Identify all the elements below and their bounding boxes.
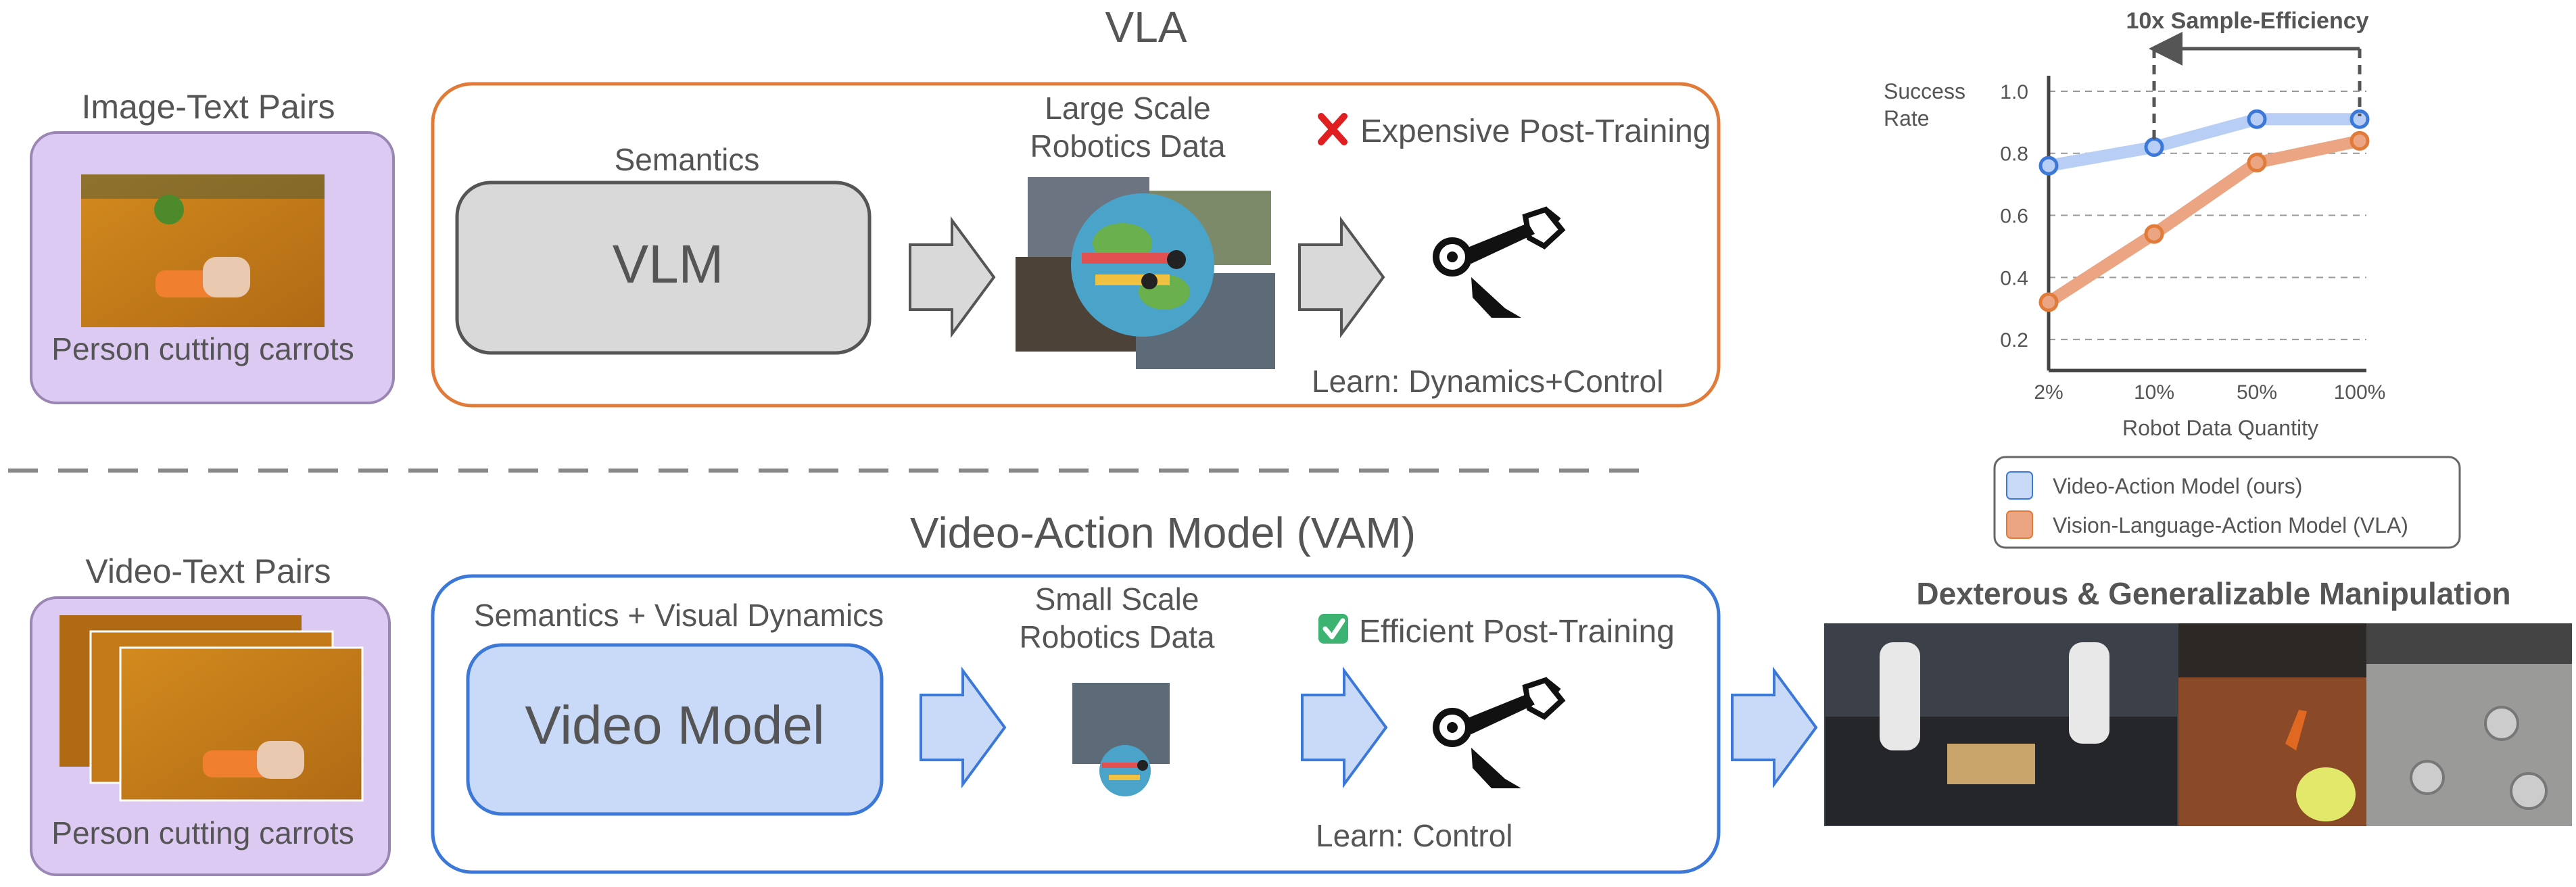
vam-input-caption: Person cutting carrots (51, 815, 354, 850)
legend-label-vam: Video-Action Model (ours) (2053, 474, 2302, 498)
vla-data-label-2: Robotics Data (1030, 128, 1226, 164)
vlm-box (455, 181, 872, 355)
arrow-right-icon (1731, 666, 1818, 789)
data-point (2038, 155, 2059, 176)
data-point (2247, 153, 2267, 173)
chart-series (2038, 109, 2370, 312)
y-tick-label: 0.4 (2000, 267, 2028, 289)
vla-input-title: Image-Text Pairs (81, 88, 335, 126)
y-tick-label: 0.2 (2000, 329, 2028, 352)
series-line-1 (2043, 135, 2366, 309)
chart-legend: Video-Action Model (ours) Vision-Languag… (1993, 456, 2461, 549)
y-tick-labels: 0.2 0.4 0.6 0.8 1.0 (2000, 81, 2028, 352)
success-rate-chart: Success Rate 0.2 0.4 0.6 0.8 1.0 2% 10% 50% 100… (1884, 8, 2461, 549)
legend-swatch-vla (2006, 510, 2033, 539)
vam-learn: Learn: Control (1316, 818, 1513, 853)
vla-semantics-label: Semantics (615, 142, 760, 177)
data-point (2038, 292, 2059, 312)
vla-learn: Learn: Dynamics+Control (1312, 364, 1663, 399)
vam-semantics-label: Semantics + Visual Dynamics (474, 598, 884, 633)
data-point (2144, 137, 2164, 158)
arrow-right-icon (1301, 666, 1388, 789)
arrow-right-icon (920, 666, 1007, 789)
arrow-right-icon (909, 216, 996, 339)
data-point (2350, 109, 2370, 129)
vla-post-training: Expensive Post-Training (1360, 114, 1711, 149)
vam-input-title: Video-Text Pairs (85, 552, 331, 590)
cross-icon (1318, 113, 1347, 145)
vam-title: Video-Action Model (VAM) (910, 508, 1416, 557)
vla-input-panel: Image-Text Pairs Person cutting carrots (30, 88, 395, 404)
vlm-label: VLM (613, 234, 724, 294)
vla-data-label-1: Large Scale (1045, 91, 1211, 126)
vam-data-label-1: Small Scale (1035, 581, 1199, 617)
chart-ylabel-1: Success (1884, 79, 1965, 103)
manipulation-title: Dexterous & Generalizable Manipulation (1916, 576, 2510, 611)
vam-post-training: Efficient Post-Training (1359, 614, 1675, 650)
vam-data-label-2: Robotics Data (1020, 619, 1215, 654)
legend-swatch-vam (2006, 471, 2033, 500)
y-tick-label: 0.8 (2000, 143, 2028, 166)
vam-panel (431, 574, 1721, 874)
vla-input-caption: Person cutting carrots (51, 331, 354, 366)
robot-arm-icon (1433, 677, 1566, 788)
vla-title: VLA (1105, 3, 1187, 51)
manipulation-photos (1824, 623, 2572, 826)
legend-label-vla: Vision-Language-Action Model (VLA) (2053, 513, 2408, 537)
chart-ylabel-2: Rate (1884, 106, 1930, 130)
large-robotics-data-image (1016, 177, 1275, 369)
y-tick-label: 0.6 (2000, 206, 2028, 228)
data-point (2247, 109, 2267, 129)
data-point (2144, 224, 2164, 244)
vla-panel (431, 82, 1721, 408)
sample-efficiency-annotation: 10x Sample-Efficiency (2126, 8, 2369, 139)
x-tick-label: 10% (2134, 381, 2174, 404)
annotation-label: 10x Sample-Efficiency (2126, 8, 2368, 34)
video-model-label: Video Model (525, 695, 824, 755)
x-tick-labels: 2% 10% 50% 100% (2034, 381, 2385, 404)
carrot-video-frames (59, 615, 364, 802)
chart-xlabel: Robot Data Quantity (2122, 416, 2318, 440)
x-tick-label: 50% (2237, 381, 2277, 404)
check-icon (1318, 614, 1348, 644)
video-model-box (466, 643, 884, 816)
series-line-0 (2043, 113, 2366, 172)
arrow-right-icon (1298, 216, 1385, 339)
vam-input-panel: Video-Text Pairs Person cutting carrots (30, 552, 391, 876)
small-robotics-data-image (1072, 683, 1170, 796)
robot-arm-icon (1433, 206, 1566, 318)
y-tick-label: 1.0 (2000, 81, 2028, 103)
data-point (2350, 130, 2370, 151)
x-tick-label: 100% (2334, 381, 2386, 404)
carrot-image (81, 174, 325, 327)
x-tick-label: 2% (2034, 381, 2063, 404)
